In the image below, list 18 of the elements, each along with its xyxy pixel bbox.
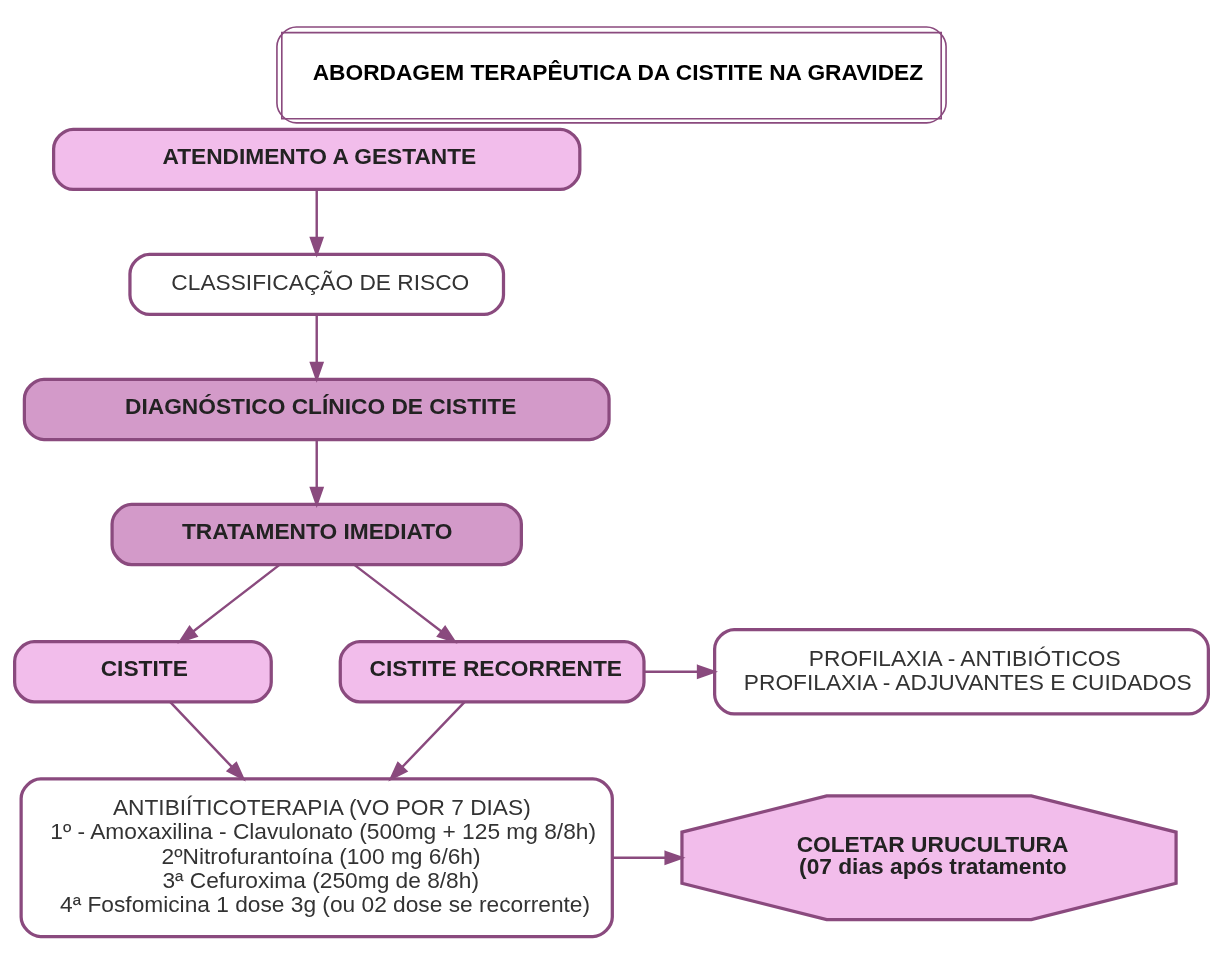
arrow	[309, 189, 325, 258]
arrow	[388, 700, 466, 782]
arrow	[309, 314, 325, 383]
node-box: ANTIBIÍTICOTERAPIA (VO POR 7 DIAS) 1º - Amoxaxilina - Clavulonato (500mg + 125 mg 8/8h) 2ºNitrofurantoína (100 mg 6/6h) 3ª Cefuroxima (250mg de 8/8h) 4ª Fosfomicina 1 dose 3g (ou 02 dose se recorrente)	[19, 776, 614, 938]
node-box: CISTITE RECORRENTE	[338, 639, 646, 703]
arrow	[353, 563, 458, 644]
arrow	[612, 849, 686, 865]
node-box: ATENDIMENTO A GESTANTE	[52, 127, 582, 191]
node-box: PROFILAXIA - ANTIBIÓTICOS PROFILAXIA - ADJUVANTES E CUIDADOS	[713, 627, 1210, 716]
node-box: TRATAMENTO IMEDIATO	[110, 502, 523, 566]
node-box: CLASSIFICAÇÃO DE RISCO	[128, 252, 506, 316]
arrow	[177, 563, 281, 644]
node-box: CISTITE	[13, 639, 273, 703]
arrow	[309, 439, 325, 508]
diagram-title: ABORDAGEM TERAPÊUTICA DA CISTITE NA GRAVIDEZ	[312, 58, 924, 85]
node-box: DIAGNÓSTICO CLÍNICO DE CISTITE	[22, 377, 611, 441]
arrow	[169, 700, 246, 782]
arrow	[644, 663, 718, 679]
